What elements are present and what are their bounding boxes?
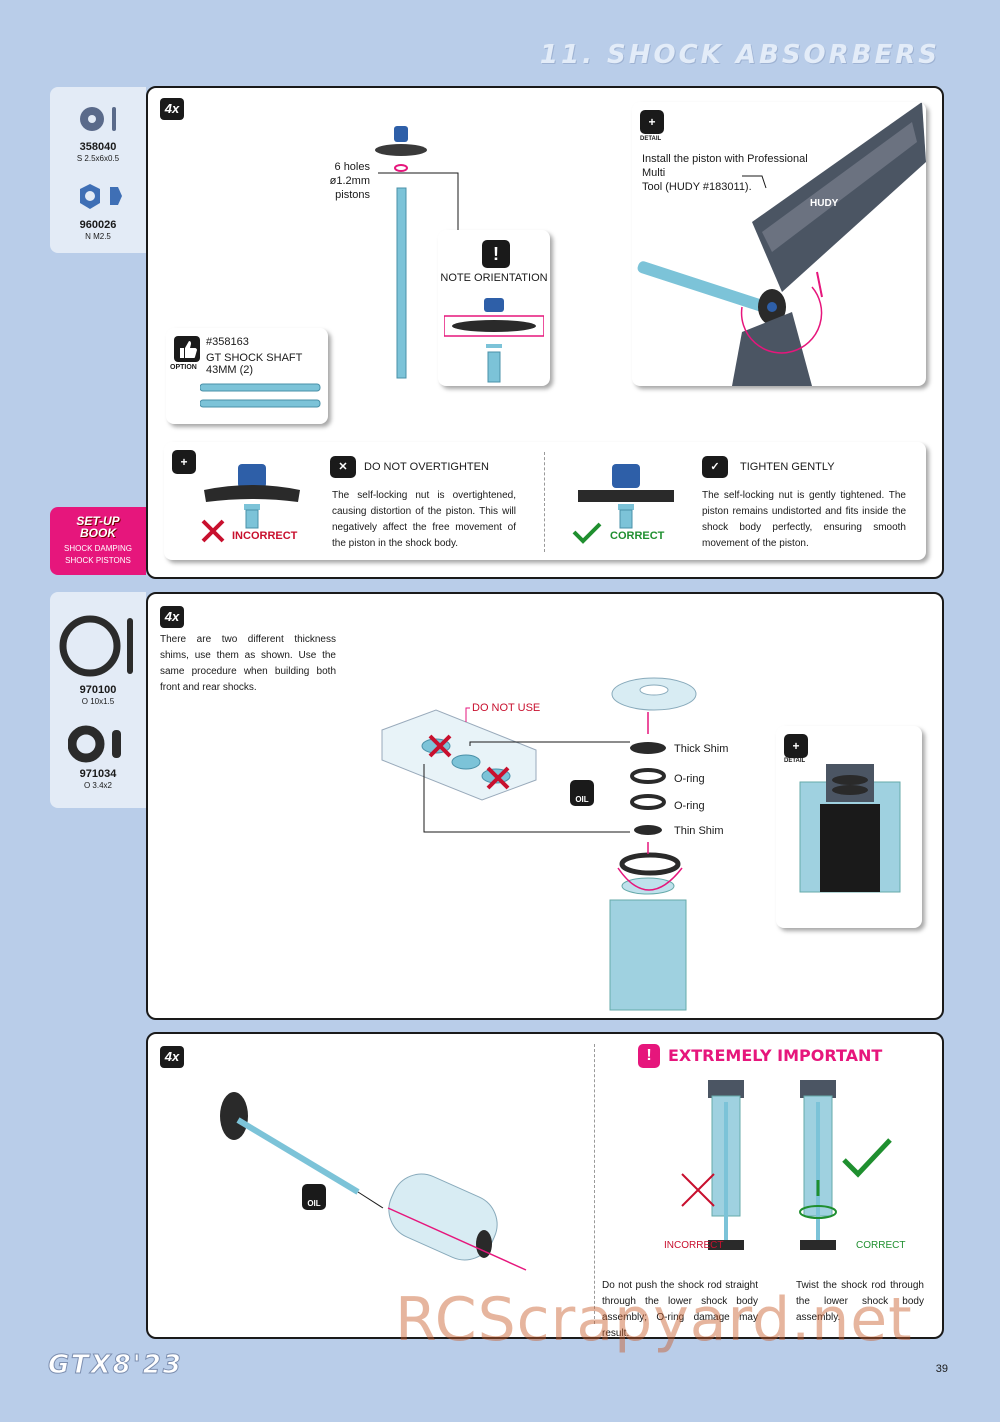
thumbs-up-icon bbox=[174, 336, 200, 362]
oring-label-1: O-ring bbox=[674, 773, 705, 785]
correct-title: TIGHTEN GENTLY bbox=[740, 461, 835, 473]
watermark: RCScrapyard.net bbox=[395, 1285, 913, 1355]
correct-label: CORRECT bbox=[610, 530, 665, 542]
oring-label-2: O-ring bbox=[674, 800, 705, 812]
incorrect-label: INCORRECT bbox=[664, 1240, 724, 1251]
thin-shim-label: Thin Shim bbox=[674, 825, 724, 837]
setup-line-1: SHOCK DAMPING bbox=[63, 544, 132, 553]
quantity-badge: 4x bbox=[160, 98, 184, 120]
step-section-2: 4x There are two different thickness shi… bbox=[146, 592, 944, 1020]
callout-line bbox=[742, 175, 767, 189]
correct-label: CORRECT bbox=[856, 1240, 906, 1251]
oring-large-icon bbox=[59, 615, 133, 677]
setup-title-1: SET-UP bbox=[76, 514, 120, 528]
assignment-lines bbox=[423, 707, 630, 833]
leader-line bbox=[378, 172, 459, 230]
setup-line-2: SHOCK PISTONS bbox=[65, 556, 131, 565]
divider bbox=[594, 1044, 595, 1324]
holes-label-2: ø1.2mm pistons bbox=[329, 175, 370, 201]
incorrect-label: INCORRECT bbox=[232, 530, 298, 542]
part-size: O 10x1.5 bbox=[81, 697, 115, 706]
warning-icon: ! bbox=[482, 240, 510, 268]
magnifier-icon: + bbox=[784, 734, 808, 758]
quantity-badge: 4x bbox=[160, 606, 184, 628]
do-not-use-label: DO NOT USE bbox=[472, 702, 541, 714]
correct-piston-drawing bbox=[578, 464, 674, 529]
part-size: O 3.4x2 bbox=[83, 781, 112, 790]
footer-logo: GTX8'23 bbox=[48, 1350, 183, 1381]
correct-rod-drawing bbox=[799, 1080, 892, 1250]
shim-instruction: There are two different thickness shims,… bbox=[160, 634, 336, 693]
parts-tab-1: 358040 S 2.5x6x0.5 960026 N M2.5 bbox=[50, 87, 146, 253]
divider bbox=[544, 452, 545, 552]
detail-tool-card: + DETAIL Install the piston with Profess… bbox=[632, 102, 926, 386]
holes-label-1: 6 holes bbox=[334, 161, 370, 173]
note-orientation-card: ! NOTE ORIENTATION bbox=[438, 230, 550, 386]
tightening-comparison-card: + INCORRECT ✕ DO NOT OVERTIGHTEN The sel… bbox=[164, 442, 926, 560]
incorrect-text: The self-locking nut is overtightened, c… bbox=[332, 490, 516, 549]
step-section-3: 4x OIL ! EXTREMELY IMPORTANT INCORRECT C… bbox=[146, 1032, 944, 1339]
multi-tool-drawing: HUDY bbox=[637, 102, 926, 386]
part-code: 970100 bbox=[79, 684, 117, 696]
warning-icon: ! bbox=[638, 1044, 660, 1068]
incorrect-rod-drawing bbox=[681, 1080, 744, 1250]
quantity-badge: 4x bbox=[160, 1046, 184, 1068]
nut-icon bbox=[80, 184, 122, 209]
option-shaft-drawing bbox=[200, 383, 321, 408]
setup-title-2: BOOK bbox=[80, 526, 116, 540]
step-section-1: 4x 6 holes ø1.2mm pistons ! NOTE ORIENTA… bbox=[146, 86, 944, 579]
oring-detail-card: + DETAIL bbox=[776, 726, 922, 928]
magnifier-icon: + bbox=[172, 450, 196, 474]
thick-shim-label: Thick Shim bbox=[674, 743, 729, 755]
cutaway-drawing bbox=[799, 764, 901, 893]
option-code: #358163 bbox=[206, 336, 249, 348]
note-orientation-label: NOTE ORIENTATION bbox=[440, 272, 548, 284]
part-code: 971034 bbox=[79, 768, 117, 780]
correct-rod-text: Twist the shock rod through the lower sh… bbox=[796, 1280, 924, 1323]
part-code: 960026 bbox=[79, 219, 117, 231]
option-name: GT SHOCK SHAFT 43MM (2) bbox=[206, 352, 303, 376]
page-number: 39 bbox=[935, 1363, 948, 1375]
detail-text-2: Tool (HUDY #183011). bbox=[642, 181, 752, 193]
parts-tab-2: 970100 O 10x1.5 971034 O 3.4x2 bbox=[50, 592, 146, 808]
oring-small-icon bbox=[68, 725, 121, 763]
wrench-icon: ✕ bbox=[330, 456, 356, 478]
incorrect-piston-drawing bbox=[204, 464, 300, 529]
wrench-icon: ✓ bbox=[702, 456, 728, 478]
detail-tag: DETAIL bbox=[640, 136, 662, 142]
oil-icon: OIL bbox=[302, 1184, 326, 1210]
shock-stack-drawing bbox=[609, 677, 697, 1011]
incorrect-rod-text: Do not push the shock rod straight throu… bbox=[602, 1280, 758, 1339]
part-size: S 2.5x6x0.5 bbox=[76, 154, 120, 163]
shaft-insertion-drawing bbox=[220, 1092, 527, 1271]
shim-sprue-drawing bbox=[381, 709, 537, 801]
shock-shaft-drawing bbox=[375, 126, 427, 379]
page-title: 11. SHOCK ABSORBERS bbox=[539, 40, 940, 70]
tool-brand-text: HUDY bbox=[810, 198, 839, 209]
magnifier-icon: + bbox=[640, 110, 664, 134]
shim-icon bbox=[80, 107, 116, 131]
incorrect-x-icon bbox=[201, 519, 225, 543]
oil-icon: OIL bbox=[570, 780, 594, 806]
important-title: EXTREMELY IMPORTANT bbox=[668, 1046, 883, 1065]
piston-orientation-drawing bbox=[444, 298, 544, 383]
setup-book-tab[interactable]: SET-UP BOOK SHOCK DAMPING SHOCK PISTONS bbox=[50, 507, 146, 575]
option-tag: OPTION bbox=[170, 364, 197, 371]
option-card: OPTION #358163 GT SHOCK SHAFT 43MM (2) bbox=[166, 328, 328, 424]
part-code: 358040 bbox=[79, 141, 117, 153]
detail-tag: DETAIL bbox=[784, 758, 806, 764]
correct-text: The self-locking nut is gently tightened… bbox=[702, 490, 906, 549]
part-size: N M2.5 bbox=[85, 232, 111, 241]
oil-tag: OIL bbox=[307, 1199, 321, 1208]
correct-check-icon bbox=[572, 522, 602, 544]
incorrect-title: DO NOT OVERTIGHTEN bbox=[364, 461, 489, 473]
oil-tag: OIL bbox=[575, 795, 589, 804]
detail-text-1: Install the piston with Professional Mul… bbox=[642, 153, 808, 179]
